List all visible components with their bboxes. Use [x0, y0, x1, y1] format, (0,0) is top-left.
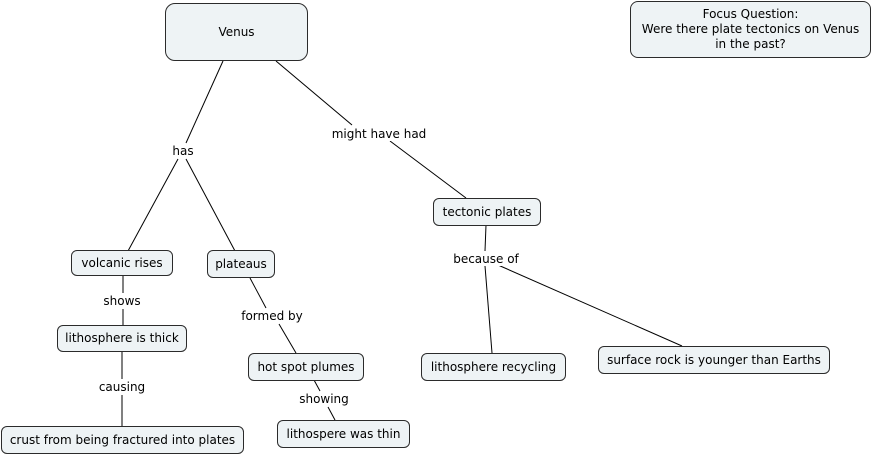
focus-question-box[interactable]: Focus Question: Were there plate tectoni… — [630, 1, 871, 58]
line-tectonic-because-of — [484, 224, 487, 252]
concept-hot-spot-plumes[interactable]: hot spot plumes — [248, 353, 364, 381]
link-label-causing[interactable]: causing — [97, 380, 147, 394]
line-hotspot-showing — [313, 379, 321, 392]
concept-surface-rock[interactable]: surface rock is younger than Earths — [598, 346, 830, 374]
concept-lithosphere-thick-label: lithosphere is thick — [65, 331, 179, 345]
link-label-might-have-had[interactable]: might have had — [330, 127, 428, 141]
concept-lithosphere-recycling-label: lithosphere recycling — [430, 359, 557, 374]
concept-venus-label: Venus — [218, 24, 255, 39]
link-label-formed-by[interactable]: formed by — [240, 309, 304, 323]
concept-crust-fractured-label: crust from being fractured into plates — [9, 432, 236, 447]
focus-question-heading: Focus Question: — [702, 7, 799, 21]
concept-crust-fractured[interactable]: crust from being fractured into plates — [1, 426, 244, 454]
line-venus-has — [185, 60, 224, 144]
concept-surface-rock-label: surface rock is younger than Earths — [607, 352, 821, 367]
concept-tectonic-plates-label: tectonic plates — [442, 204, 532, 219]
line-has-volcanic-rises — [127, 158, 179, 252]
concept-lithospere-thin-label: lithospere was thin — [286, 426, 401, 441]
line-because-of-surface — [497, 264, 683, 347]
line-might-have-had-tectonic — [389, 140, 467, 199]
concept-volcanic-rises[interactable]: volcanic rises — [71, 250, 173, 276]
concept-plateaus[interactable]: plateaus — [207, 250, 275, 278]
concept-plateaus-label: plateaus — [215, 256, 267, 271]
link-label-shows[interactable]: shows — [102, 294, 142, 308]
line-because-of-recycling — [484, 265, 493, 354]
line-plateaus-formed-by — [249, 277, 267, 309]
concept-lithospere-thin[interactable]: lithospere was thin — [277, 420, 410, 448]
focus-question-line2: in the past? — [715, 37, 786, 51]
concept-hot-spot-plumes-label: hot spot plumes — [257, 359, 355, 374]
link-label-because-of[interactable]: because of — [452, 252, 520, 266]
concept-lithosphere-thick[interactable]: lithosphere is thick — [57, 325, 187, 352]
concept-venus[interactable]: Venus — [165, 3, 308, 61]
focus-question-line1: Were there plate tectonics on Venus — [641, 22, 860, 36]
line-has-plateaus — [185, 158, 236, 252]
link-label-has[interactable]: has — [171, 144, 195, 158]
link-label-showing[interactable]: showing — [298, 392, 350, 406]
line-showing-thin — [327, 406, 336, 421]
concept-lithosphere-recycling[interactable]: lithosphere recycling — [421, 353, 566, 381]
line-formed-by-hotspot — [278, 323, 297, 354]
line-venus-might-have-had — [275, 60, 353, 126]
concept-volcanic-rises-label: volcanic rises — [81, 255, 163, 270]
concept-tectonic-plates[interactable]: tectonic plates — [433, 198, 541, 226]
